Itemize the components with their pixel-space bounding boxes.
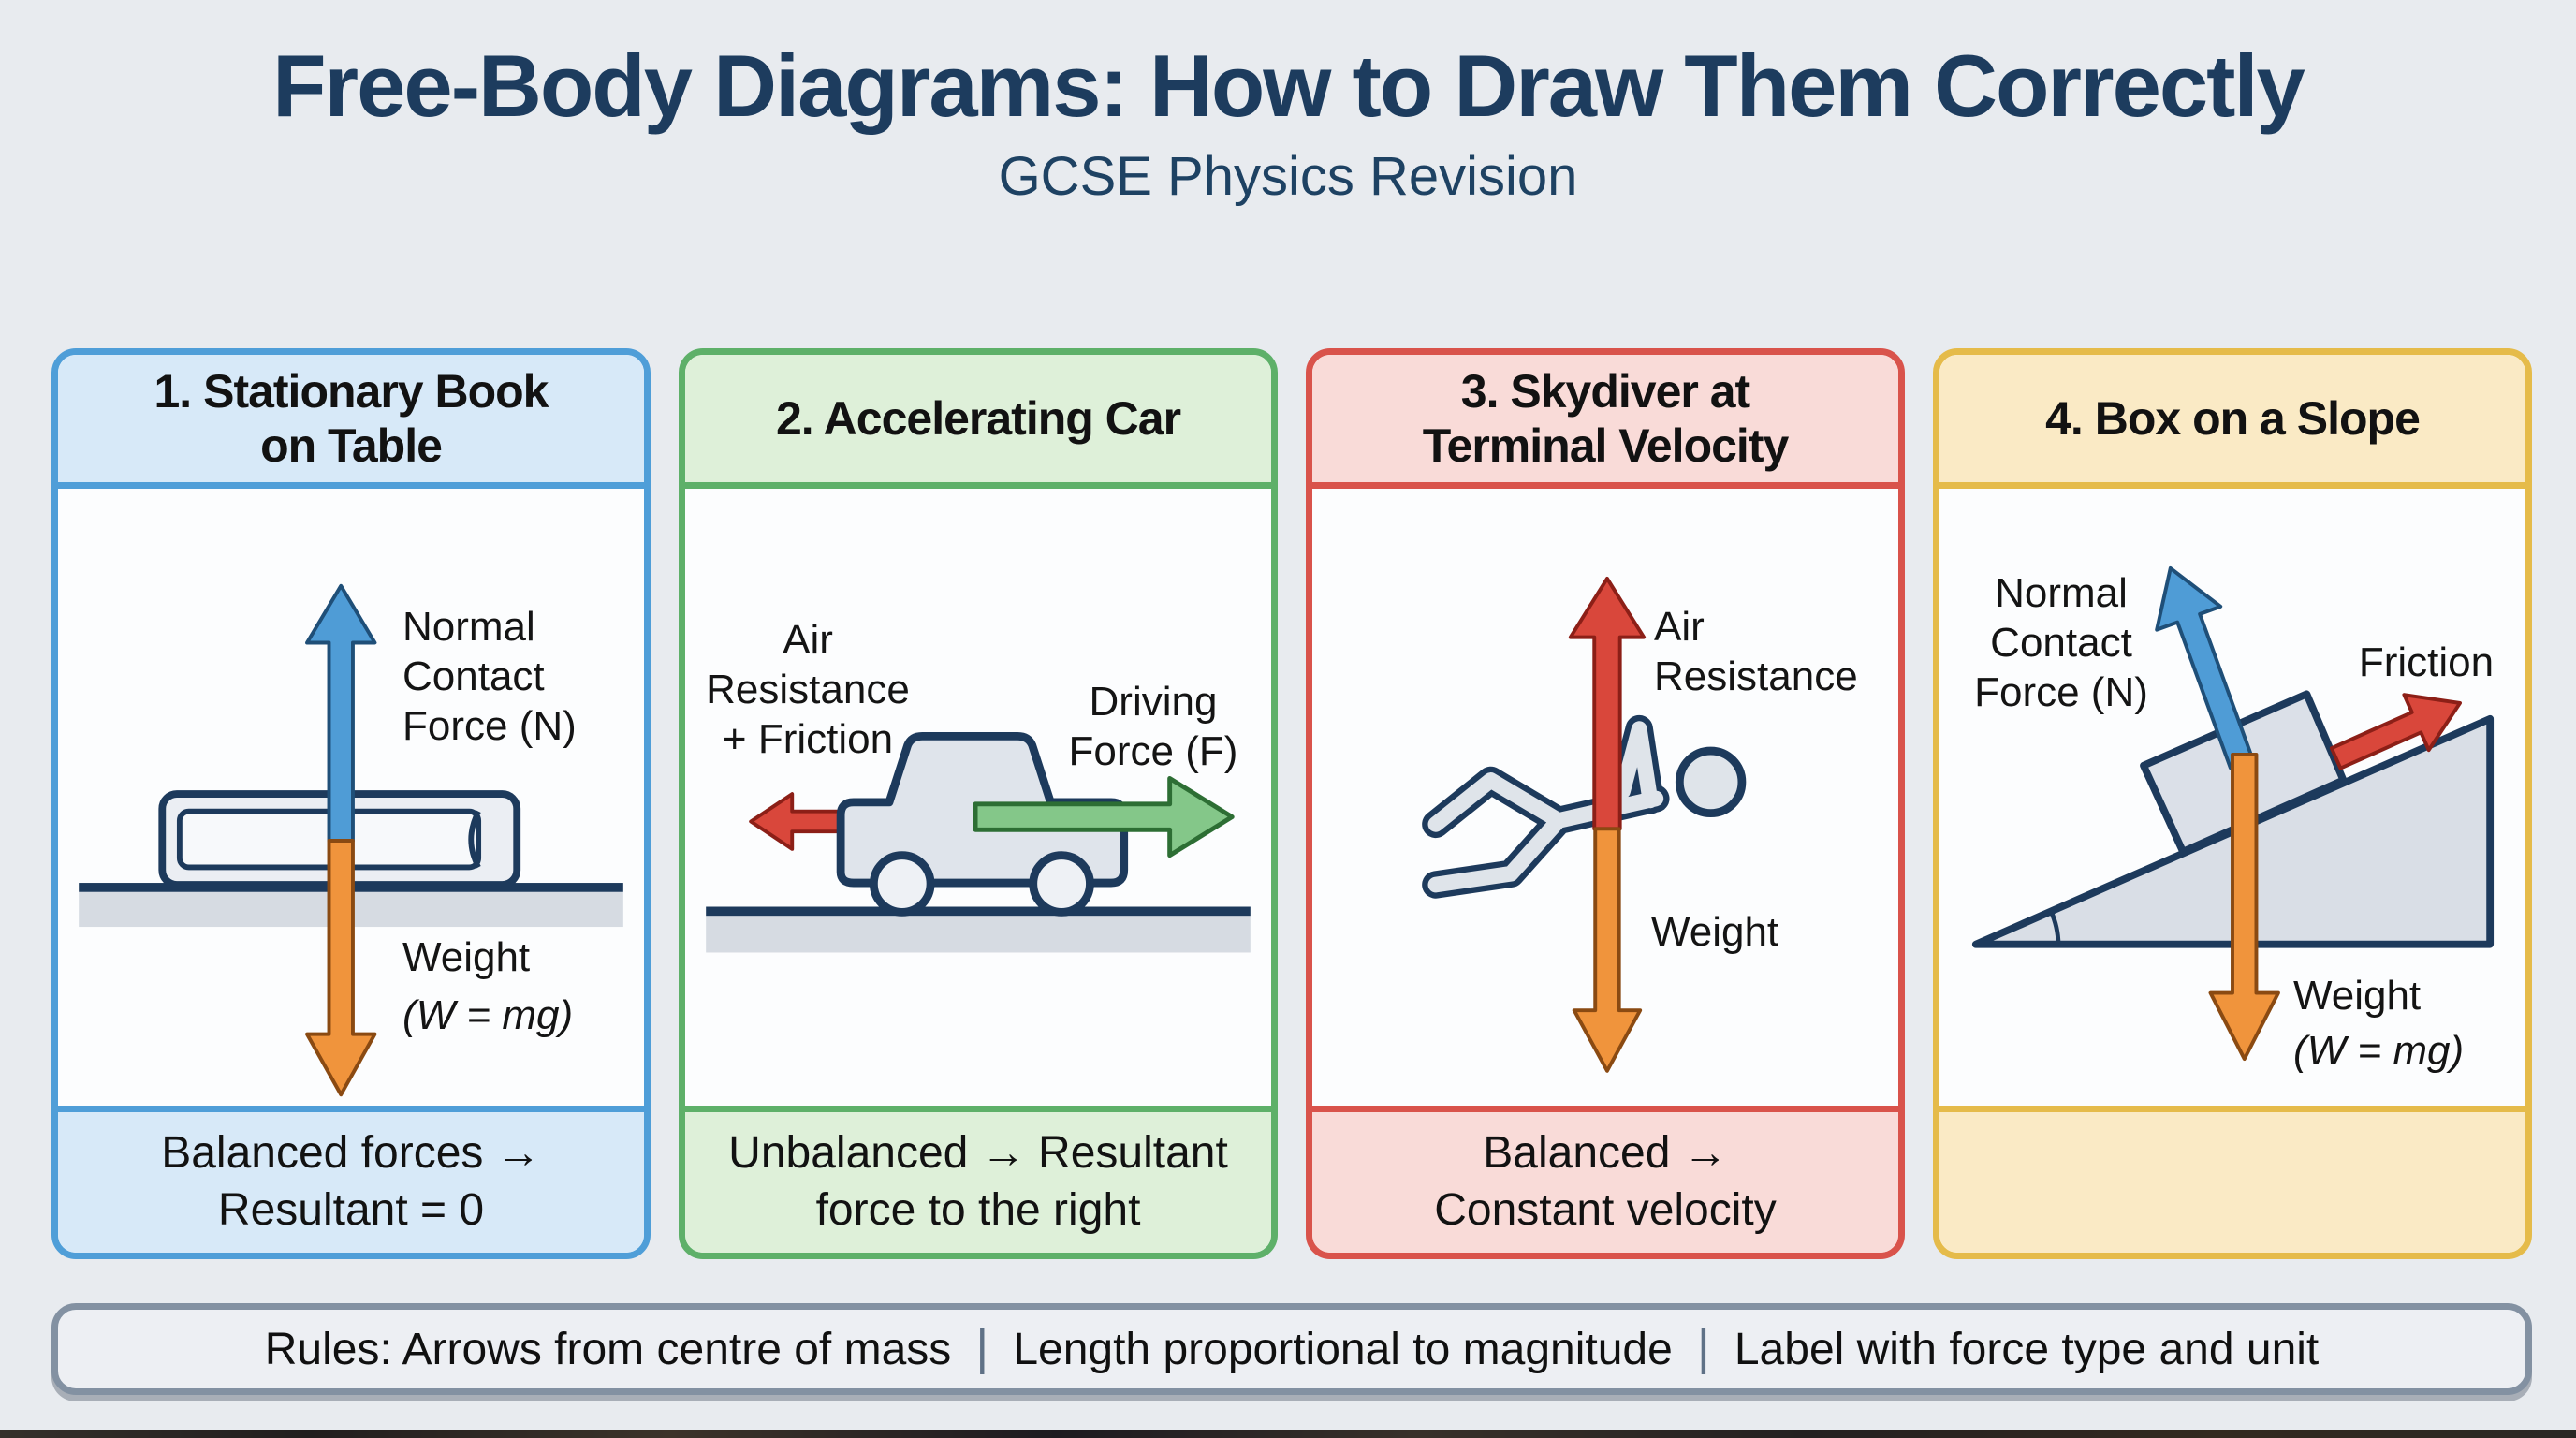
weight-label: Weight (W = mg) [2293,973,2465,1075]
friction-arrow [2329,693,2462,770]
air-resistance-arrow [749,792,842,851]
air-resistance-label: Air Resistance [1654,604,1858,699]
rules-segment-1: Rules: Arrows from centre of mass [264,1324,952,1374]
panel-3-header: 3. Skydiver at Terminal Velocity [1312,355,1898,489]
panel-1-diagram: Normal Contact Force (N) Weight (W = mg) [58,489,644,1106]
page-subtitle: GCSE Physics Revision [998,146,1578,208]
road-surface [706,916,1251,953]
weight-arrow [305,839,377,1097]
rear-wheel [869,851,935,917]
panel-2-diagram: Air Resistance + Friction Driving Force … [685,489,1271,1106]
panel-accelerating-car: 2. Accelerating Car [679,348,1278,1259]
title-block: Free-Body Diagrams: How to Draw Them Cor… [0,37,2576,208]
panel-stationary-book: 1. Stationary Book on Table [51,348,651,1259]
road-line [706,906,1251,917]
rules-bar: Rules: Arrows from centre of mass | Leng… [51,1303,2532,1395]
panel-2-footer: Unbalanced → Resultant force to the righ… [685,1106,1271,1253]
rules-divider-1: | [975,1319,989,1375]
skydiver-diagram-svg [1422,577,1747,1073]
slope-angle-arc [2048,910,2061,945]
rules-divider-2: | [1696,1319,1710,1375]
driving-force-arrow [973,775,1235,858]
air-resistance-arrow [1568,577,1647,831]
normal-force-arrow [2155,565,2255,770]
skydiver-illustration [1422,714,1747,899]
panel-4-header: 4. Box on a Slope [1939,355,2525,489]
slope-diagram-svg [1971,565,2495,1062]
normal-force-label: Normal Contact Force (N) [402,604,577,749]
front-wheel [1029,851,1094,917]
skydiver-head [1675,746,1747,818]
panel-1-title-line1: 1. Stationary Book [154,365,549,418]
panel-3-footer: Balanced → Constant velocity [1312,1106,1898,1253]
panel-4-diagram: Normal Contact Force (N) Friction Weight… [1939,489,2525,1106]
panel-2-header: 2. Accelerating Car [685,355,1271,489]
panels-row: 1. Stationary Book on Table [51,348,2532,1259]
friction-label: Friction [2358,639,2495,685]
panel-3-title-line2: Terminal Velocity [1422,419,1790,472]
bottom-artifact-strip [0,1430,2576,1438]
weight-label: Weight (W = mg) [402,934,574,1038]
normal-force-arrow [305,583,377,843]
normal-force-label: Normal Contact Force (N) [1974,570,2148,715]
rules-segment-3: Label with force type and unit [1734,1324,2320,1374]
panel-2-title-line1: 2. Accelerating Car [775,392,1181,445]
weight-label: Weight [1651,909,1779,955]
panel-skydiver: 3. Skydiver at Terminal Velocity [1306,348,1905,1259]
panel-4-footer [1939,1106,2525,1253]
air-resistance-label: Air Resistance + Friction [706,617,910,762]
rules-segment-2: Length proportional to magnitude [1013,1324,1673,1374]
panel-1-header: 1. Stationary Book on Table [58,355,644,489]
weight-arrow [1572,827,1643,1073]
weight-arrow [2208,753,2280,1062]
driving-force-label: Driving Force (F) [1068,679,1238,774]
panel-4-title-line1: 4. Box on a Slope [2045,392,2421,445]
book-diagram-svg [79,583,623,1097]
page-title: Free-Body Diagrams: How to Draw Them Cor… [272,37,2305,135]
panel-1-footer: Balanced forces → Resultant = 0 [58,1106,644,1253]
panel-3-title-line1: 3. Skydiver at [1460,365,1750,418]
car-diagram-svg [706,731,1251,953]
panel-box-on-slope: 4. Box on a Slope [1933,348,2532,1259]
panel-1-title-line2: on Table [260,419,443,472]
panel-3-diagram: Air Resistance Weight [1312,489,1898,1106]
